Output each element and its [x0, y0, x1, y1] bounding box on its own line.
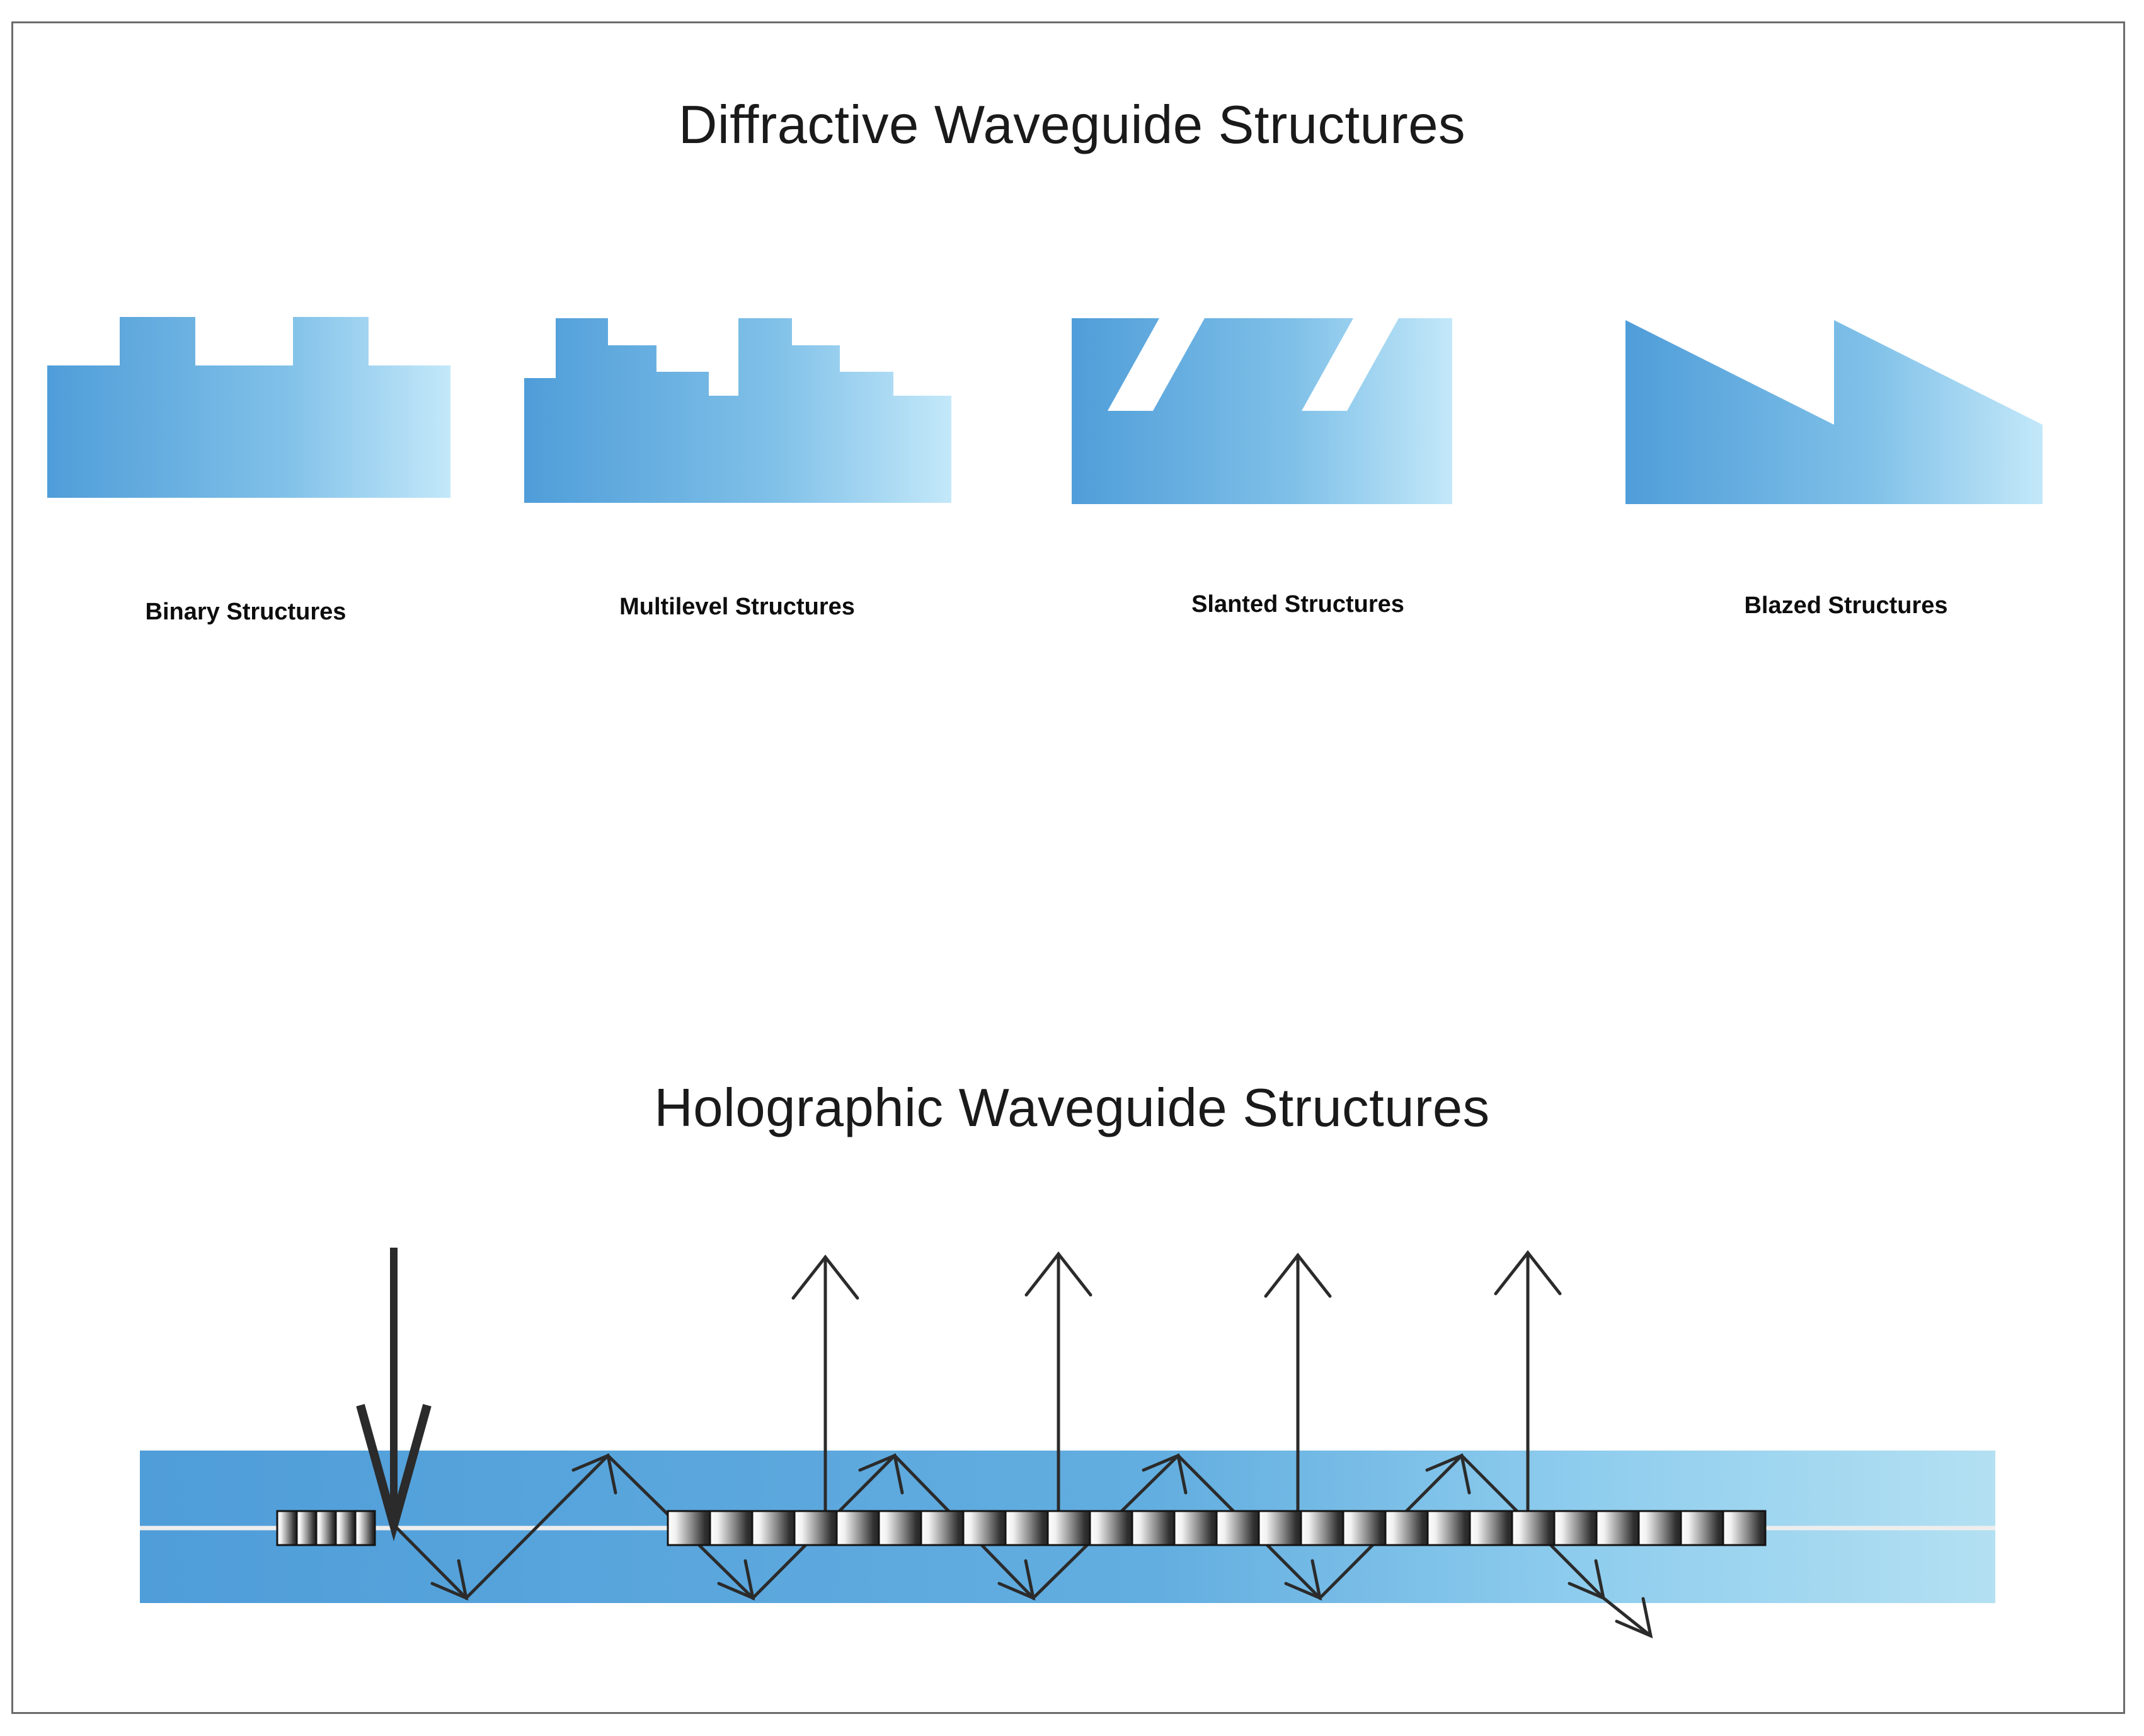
structure-multilevel-label: Multilevel Structures [619, 594, 855, 620]
outcoupled-ray [1024, 1251, 1092, 1530]
structure-binary-label: Binary Structures [145, 599, 347, 625]
outcoupled-ray-group [791, 1250, 1562, 1530]
multilevel-structure-shape [524, 318, 951, 503]
structure-blazed: Blazed Structures [1619, 302, 2073, 655]
structure-binary: Binary Structures [19, 302, 473, 655]
output-coupling-grating [667, 1510, 1767, 1546]
outcoupled-ray [1264, 1252, 1332, 1530]
tir-ray-path [392, 1453, 1653, 1638]
diffractive-section-title: Diffractive Waveguide Structures [679, 95, 1465, 155]
structure-slanted-label: Slanted Structures [1191, 591, 1404, 618]
outcoupled-ray [791, 1254, 859, 1530]
binary-structure-shape [47, 317, 450, 498]
figure-border [11, 21, 2125, 1714]
holographic-section-title: Holographic Waveguide Structures [654, 1078, 1490, 1138]
diffractive-structures-row: Binary Structures Multilevel Structures [0, 302, 2144, 655]
slanted-structure-shape [1072, 318, 1452, 504]
input-light-ray [356, 1248, 432, 1542]
structure-blazed-label: Blazed Structures [1744, 592, 1948, 619]
structure-multilevel: Multilevel Structures [510, 302, 964, 655]
holographic-waveguide-diagram [0, 1248, 2144, 1664]
blazed-structure-shape [1625, 320, 2043, 504]
exit-ray-arrowhead [1615, 1597, 1653, 1639]
outcoupled-ray [1494, 1250, 1562, 1530]
input-coupling-grating [276, 1510, 376, 1546]
waveguide-svg [140, 1248, 1995, 1639]
structure-slanted: Slanted Structures [1071, 302, 1525, 655]
